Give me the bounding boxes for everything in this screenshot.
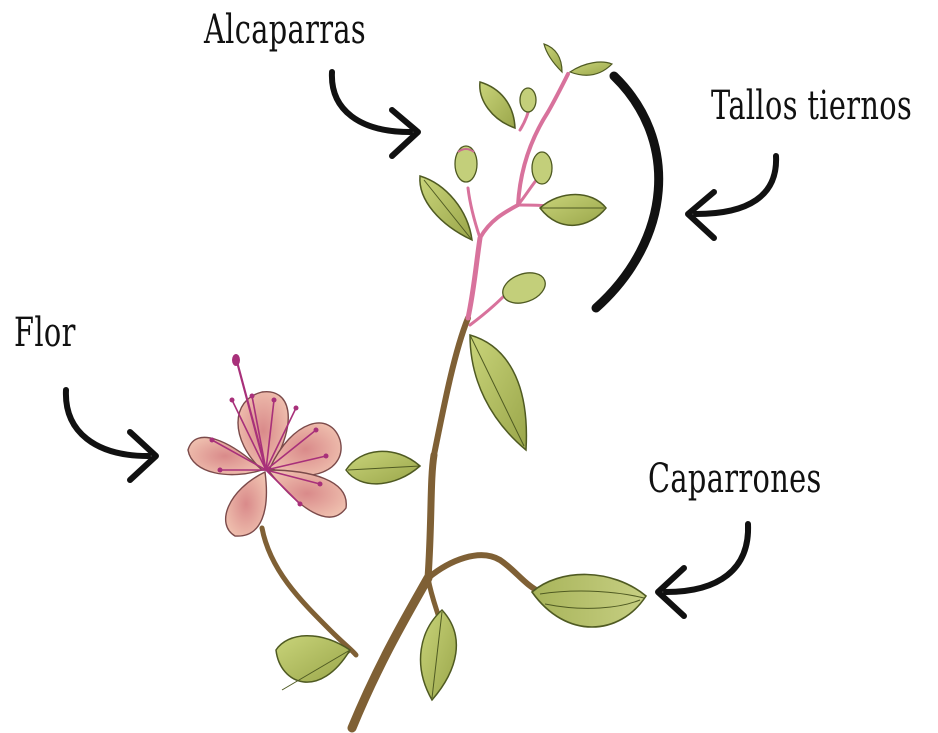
label-alcaparras: Alcaparras: [204, 10, 366, 50]
arrow-alcaparras: [332, 72, 418, 156]
label-tallos-tiernos: Tallos tiernos: [711, 86, 912, 126]
leaf-bottom-left: [276, 636, 350, 690]
label-flor: Flor: [14, 313, 76, 353]
leaf-near-flower: [346, 451, 420, 483]
leaf-mid-right: [470, 335, 526, 450]
arrow-tallos-tiernos: [688, 156, 776, 238]
caper-flower: [188, 354, 346, 536]
label-caparrones: Caparrones: [648, 459, 822, 499]
tender-stems-bracket: [596, 76, 659, 308]
leaf-top-small: [544, 44, 612, 75]
leaf-top-left: [480, 82, 515, 128]
leaf-upper-left: [420, 176, 472, 240]
leaf-upper-right: [540, 195, 606, 226]
arrow-flor: [66, 390, 156, 480]
leaf-bottom-middle: [421, 610, 457, 700]
arrow-caparrones: [658, 524, 748, 616]
caper-berry: [532, 574, 646, 627]
